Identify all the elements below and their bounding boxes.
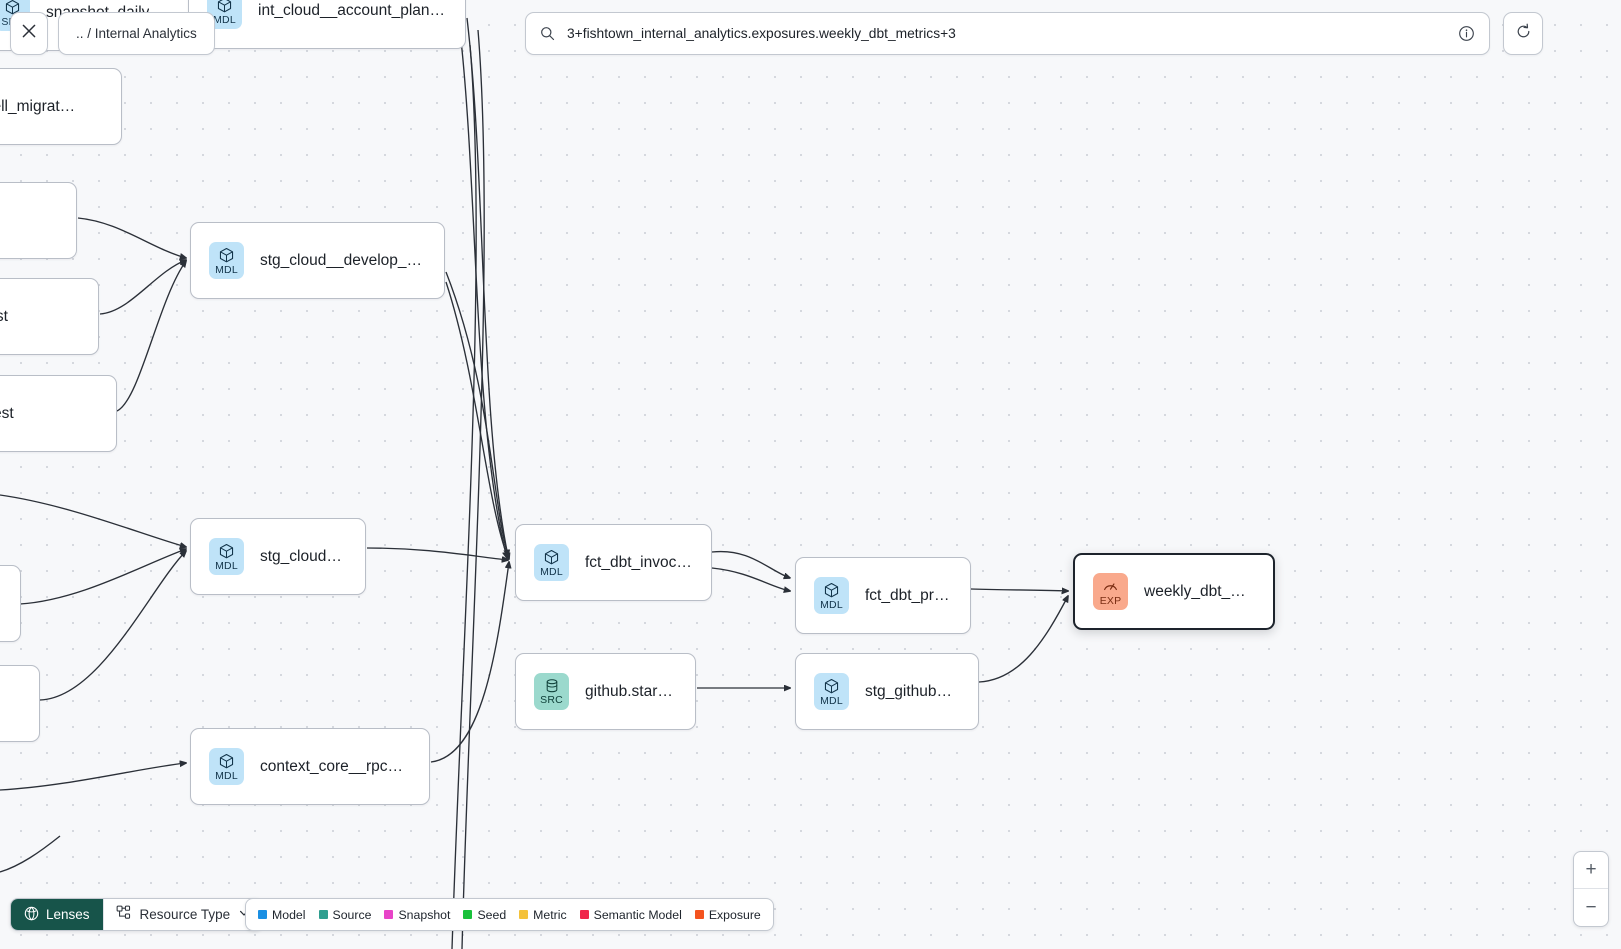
- badge-label: SRC: [540, 694, 563, 706]
- node-label: context_core__rpc_request: [260, 757, 411, 775]
- lineage-search-bar[interactable]: [525, 12, 1490, 55]
- node-label: int_cloud__account_plan_history: [258, 1, 447, 19]
- lineage-node-develop_request_a[interactable]: MDL…p_request: [0, 182, 77, 259]
- node-label: fct_dbt_projects: [865, 586, 952, 604]
- lineage-node-stg_cloud_develop_requests[interactable]: MDL stg_cloud__develop_requests: [190, 222, 445, 299]
- badge-label: MDL: [540, 565, 563, 578]
- mdl-badge: MDL: [814, 577, 849, 614]
- lineage-node-stg_github_stars[interactable]: MDL stg_github__stars: [795, 653, 979, 730]
- legend-swatch: [384, 910, 394, 919]
- mdl-icon: [218, 543, 235, 560]
- legend-label: Semantic Model: [593, 907, 682, 922]
- badge-label: MDL: [213, 13, 236, 26]
- node-label: …velop_request: [0, 307, 8, 325]
- search-input[interactable]: [567, 26, 1458, 41]
- lenses-button[interactable]: Lenses: [11, 899, 103, 930]
- resource-type-icon: [116, 905, 132, 924]
- lineage-node-partial_n[interactable]: MDL…n: [0, 565, 21, 642]
- lineage-node-partial_run[interactable]: MDL…run: [0, 665, 40, 742]
- lineage-node-develop_request_c[interactable]: MDL…_develop_request: [0, 375, 117, 452]
- node-label: weekly_dbt_metrics: [1144, 582, 1255, 600]
- resource-type-button[interactable]: Resource Type: [102, 899, 263, 930]
- mdl-badge: MDL: [209, 538, 244, 575]
- legend-label: Snapshot: [398, 907, 451, 922]
- close-icon: [21, 23, 37, 44]
- legend-item-source[interactable]: Source: [318, 907, 372, 922]
- node-label: stg_github__stars: [865, 682, 960, 700]
- node-label: fct_dbt_invocations: [585, 553, 693, 571]
- legend-item-snapshot[interactable]: Snapshot: [384, 908, 450, 922]
- lenses-label: Lenses: [46, 907, 90, 922]
- mdl-icon: [218, 753, 235, 770]
- legend-item-exposure[interactable]: Exposure: [694, 907, 761, 922]
- legend-swatch: [519, 910, 529, 919]
- node-label: stg_cloud__runs: [260, 547, 347, 565]
- lineage-node-develop_request_b[interactable]: MDL…velop_request: [0, 278, 99, 355]
- node-label: github.stargazers: [585, 682, 677, 700]
- exp-badge: EXP: [1093, 573, 1128, 610]
- legend-swatch: [694, 910, 704, 919]
- legend-swatch: [258, 910, 267, 919]
- node-label: multicell_migrat…: [0, 97, 76, 115]
- legend-label: Metric: [533, 907, 567, 922]
- close-button[interactable]: [10, 12, 48, 55]
- lineage-node-context_core_rpc_request[interactable]: MDL context_core__rpc_request: [190, 728, 430, 805]
- legend-item-semantic-model[interactable]: Semantic Model: [579, 907, 682, 922]
- mdl-badge: MDL: [209, 748, 244, 785]
- lineage-node-fct_dbt_projects[interactable]: MDL fct_dbt_projects: [795, 557, 971, 634]
- badge-label: MDL: [820, 598, 843, 611]
- zoom-out-button[interactable]: −: [1585, 896, 1597, 918]
- legend-swatch: [463, 910, 473, 919]
- legend-item-seed[interactable]: Seed: [463, 908, 506, 922]
- src-icon: [544, 678, 560, 694]
- lineage-node-github_stargazers[interactable]: SRC github.stargazers: [515, 653, 696, 730]
- node-label: …_develop_request: [0, 404, 14, 422]
- info-icon[interactable]: [1458, 25, 1475, 42]
- node-label: stg_cloud__develop_requests: [260, 251, 426, 269]
- src-badge: SRC: [534, 673, 569, 710]
- legend-label: Model: [272, 907, 306, 922]
- mdl-icon: [823, 678, 840, 695]
- legend-label: Source: [332, 907, 372, 922]
- mdl-badge: MDL: [209, 242, 244, 279]
- badge-label: EXP: [1099, 594, 1122, 607]
- refresh-icon: [1515, 23, 1532, 45]
- mdl-badge: MDL: [814, 673, 849, 710]
- zoom-in-button[interactable]: +: [1574, 852, 1608, 889]
- legend-item-model[interactable]: Model: [258, 908, 306, 922]
- resource-type-legend: Model Source Snapshot Seed Metric Semantic Mo…: [245, 898, 774, 931]
- lenses-icon: [24, 906, 39, 924]
- mdl-icon: [823, 582, 840, 599]
- search-icon: [540, 26, 555, 41]
- legend-swatch: [579, 910, 589, 919]
- legend-label: Exposure: [708, 907, 761, 922]
- mdl-icon: [218, 247, 235, 264]
- badge-label: MDL: [820, 694, 843, 707]
- resource-type-label: Resource Type: [139, 907, 231, 922]
- mdl-icon: [216, 0, 233, 14]
- breadcrumb-label: .. / Internal Analytics: [76, 26, 197, 41]
- legend-item-metric[interactable]: Metric: [519, 907, 567, 922]
- legend-label: Seed: [477, 907, 507, 922]
- zoom-controls: + −: [1573, 851, 1609, 927]
- badge-label: MDL: [215, 769, 238, 782]
- badge-label: MDL: [215, 559, 238, 572]
- mdl-badge: MDL: [534, 544, 569, 581]
- lenses-group: Lenses Resource Type: [10, 898, 264, 931]
- lineage-node-int_cloud_acct_plan_hist[interactable]: MDL int_cloud__account_plan_history: [188, 0, 466, 49]
- lineage-node-multicell_migrate[interactable]: MDLmulticell_migrat…: [0, 68, 122, 145]
- lineage-node-stg_cloud_runs[interactable]: MDL stg_cloud__runs: [190, 518, 366, 595]
- breadcrumb[interactable]: .. / Internal Analytics: [58, 12, 215, 55]
- lineage-node-fct_dbt_invocations[interactable]: MDL fct_dbt_invocations: [515, 524, 712, 601]
- mdl-icon: [543, 549, 560, 566]
- lineage-node-weekly_dbt_metrics[interactable]: EXP weekly_dbt_metrics: [1073, 553, 1275, 630]
- refresh-button[interactable]: [1503, 12, 1543, 55]
- badge-label: MDL: [215, 263, 238, 276]
- exp-icon: [1102, 578, 1119, 595]
- legend-swatch: [318, 910, 328, 919]
